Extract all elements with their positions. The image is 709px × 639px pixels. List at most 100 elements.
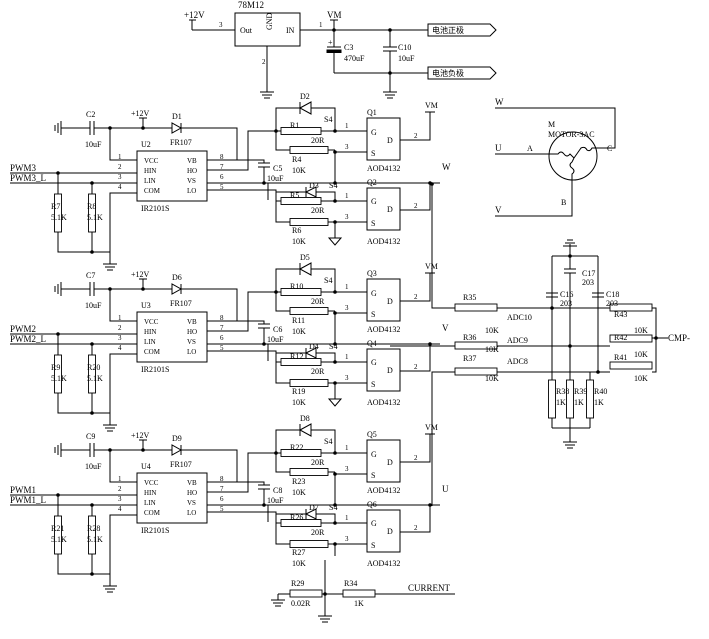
ls-gate-res-value: 20R [311,206,325,215]
chip-pin-l1: VCC [144,479,159,487]
fet-pin-3-low: 3 [345,374,349,382]
chip-pin-n4: 4 [118,344,122,352]
chip-pin-l4: COM [144,348,161,356]
ls-diode-ref: D7 [309,503,319,512]
c16-ref: C16 [560,290,573,299]
pwm-high-label: PWM3 [10,163,37,173]
chip-pin-r6: VS [187,177,196,185]
regulator-ref: 78M12 [238,0,264,10]
r34-value: 1K [354,599,364,608]
phase-label: U [442,484,449,494]
vs-cap-value: 10uF [267,174,284,183]
pulldown-l-value: 5.1K [87,374,103,383]
boot-cap-ref: C7 [86,271,95,280]
reg-gnd: GND [265,12,274,30]
chip-pin-r7: HO [187,489,197,497]
chip-pin-l2: HIN [144,167,156,175]
fet-pin-d: D [387,136,393,145]
motor-v-net: V [495,205,502,215]
chip-pin-n2: 2 [118,324,122,332]
fet-pin-2: 2 [414,132,418,140]
fet-pin-2: 2 [414,293,418,301]
motor-u-net: U [495,143,502,153]
motor-w-net: W [495,97,504,107]
fet-pin-3: 3 [345,465,349,473]
ls-pull-res-value: 10K [292,237,306,246]
boot-cap-value: 10uF [85,301,102,310]
pulldown-l-ref: R8 [87,202,96,211]
vs-cap-value: 10uF [267,335,284,344]
ls-diode-ref: D4 [309,342,319,351]
fet-pin-g: G [371,450,377,459]
fet-pin-3: 3 [345,304,349,312]
pulldown-l-ref: R28 [87,524,100,533]
chip-pin-r5: LO [187,348,196,356]
reg-pin2: 2 [262,58,266,66]
chip-pin-n2: 2 [118,163,122,171]
reg-pin1: 1 [319,21,323,29]
phase-label: V [442,323,449,333]
current-sense: R29 0.02R R34 1K CURRENT [270,560,455,623]
r29-value: 0.02R [291,599,311,608]
fet-pin-g-low: G [371,519,377,528]
battery-neg-label: 电池负极 [432,68,464,78]
sense-network: R35 10K ADC10 R36 10K ADC9 R37 10K ADC8 … [390,182,690,506]
r38-ref: R38 [556,387,569,396]
stage-vm-label: VM [425,262,438,271]
r42-ref: R42 [614,333,627,342]
pulldown-l-ref: R20 [87,363,100,372]
hs-mosfet-part: AOD4132 [367,486,400,495]
fet-pin-s-low: S [371,219,375,228]
fet-pin-2-low: 2 [414,202,418,210]
vs-cap-value: 10uF [267,496,284,505]
hs-switch-ref: S4 [324,437,332,446]
chip-pin-r5: LO [187,509,196,517]
ls-mosfet-part: AOD4132 [367,559,400,568]
pulldown-h-value: 5.1K [51,213,67,222]
hs-diode-ref: D5 [300,253,310,262]
r36-ref: R36 [463,333,476,342]
ls-mosfet [366,509,401,553]
ls-switch-ref: S4 [329,342,337,351]
boot-diode-ref: D9 [172,434,182,443]
chip-pin-n6: 6 [220,173,224,181]
pulldown-l-value: 5.1K [87,213,103,222]
ls-mosfet [366,348,401,392]
motor-pin-c: C [607,144,612,153]
v12-label: +12V [131,270,150,279]
pwm-high-label: PWM2 [10,324,36,334]
driver-chip-part: IR2101S [141,526,169,535]
chip-pin-n1: 1 [118,153,122,161]
fet-pin-s: S [371,149,375,158]
hs-pull-res-value: 10K [292,166,306,175]
fet-pin-1: 1 [345,283,349,291]
ls-gate-res-ref: R26 [290,513,303,522]
boot-cap-ref: C2 [86,110,95,119]
fet-pin-g: G [371,128,377,137]
ls-mosfet-ref: Q6 [367,500,377,509]
ls-pull-res-ref: R6 [292,226,301,235]
fet-pin-s: S [371,471,375,480]
driver-chip [136,311,208,363]
boot-diode-value: FR107 [170,138,192,147]
r40-value: 1K [594,398,604,407]
fet-pin-1: 1 [345,122,349,130]
chip-pin-l4: COM [144,509,161,517]
fet-pin-1: 1 [345,444,349,452]
hs-gate-res-value: 20R [311,297,325,306]
hs-gate-res-value: 20R [311,458,325,467]
ls-switch-ref: S4 [329,181,337,190]
fet-pin-1-low: 1 [345,514,349,522]
ls-gate-res-ref: R5 [290,191,299,200]
chip-pin-n1: 1 [118,314,122,322]
chip-pin-l1: VCC [144,318,159,326]
r41-ref: R41 [614,353,627,362]
chip-pin-n7: 7 [220,485,224,493]
hs-pull-res-ref: R23 [292,477,305,486]
hs-mosfet-ref: Q1 [367,108,377,117]
v12-label-top: +12V [184,10,205,20]
boot-cap-value: 10uF [85,462,102,471]
chip-pin-n8: 8 [220,475,224,483]
r29-ref: R29 [291,579,304,588]
r37-ref: R37 [463,354,476,363]
